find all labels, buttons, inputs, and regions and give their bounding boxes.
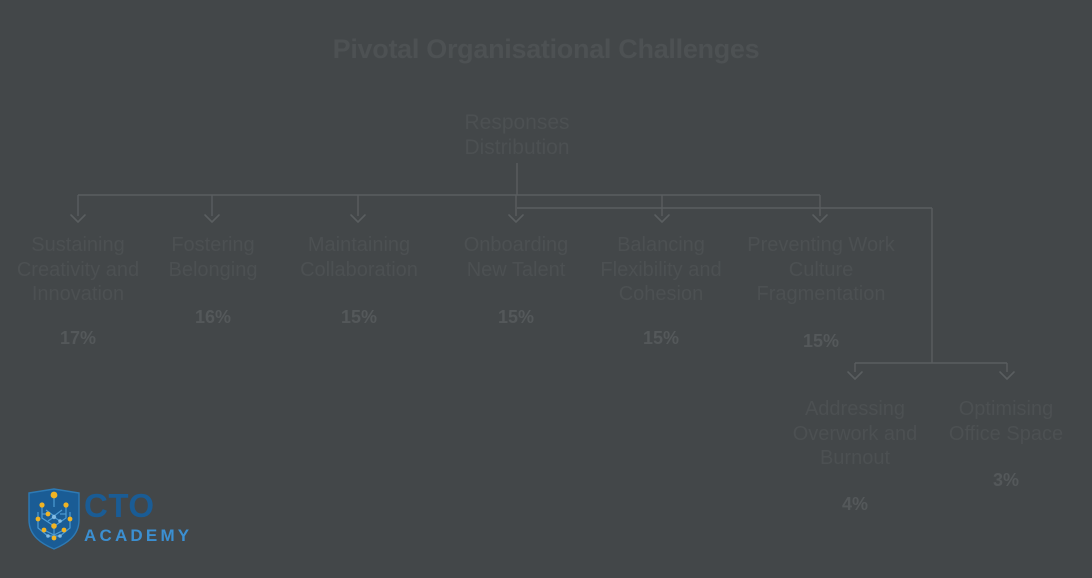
node-balancing-flexibility-and-cohesion[interactable]: Balancing Flexibility and Cohesion 15%: [600, 233, 722, 349]
node-label: Maintaining Collaboration: [300, 234, 418, 281]
arrowhead-3: [508, 214, 524, 223]
arrowhead-2: [350, 214, 366, 223]
node-label: Sustaining Creativity and Innovation: [16, 234, 140, 305]
node-label: Optimising Office Space: [948, 398, 1064, 445]
node-value: 15%: [802, 330, 840, 351]
logo-secondary-text: ACADEMY: [84, 526, 193, 545]
arrowhead-4: [654, 214, 670, 223]
node-label: Onboarding New Talent: [463, 234, 569, 281]
node-value: 3%: [992, 470, 1019, 490]
node-value: 15%: [340, 307, 378, 327]
node-label: Balancing Flexibility and Cohesion: [600, 234, 722, 305]
logo-wordmark: CTO ACADEMY: [84, 488, 196, 546]
node-value: 4%: [841, 493, 868, 514]
arrowhead-0: [70, 214, 86, 223]
node-label: Fostering Belonging: [168, 234, 258, 281]
node-maintaining-collaboration[interactable]: Maintaining Collaboration 15%: [286, 233, 432, 328]
arrowhead-1: [204, 214, 220, 223]
node-label: Addressing Overwork and Burnout: [792, 398, 918, 469]
arrowhead-6: [847, 371, 863, 380]
page-title: Pivotal Organisational Challenges: [332, 34, 760, 64]
arrowhead-7: [999, 371, 1015, 380]
root-node-line1: Responses: [464, 111, 570, 134]
shield-icon: [28, 488, 80, 550]
circuit-nodes: [35, 491, 73, 541]
circuit-accent-nodes: [46, 514, 62, 538]
root-node-line2: Distribution: [464, 136, 570, 159]
node-onboarding-new-talent[interactable]: Onboarding New Talent 15%: [443, 233, 589, 328]
logo-primary-text: CTO: [84, 487, 155, 524]
node-label: Preventing Work Culture Fragmentation: [747, 234, 895, 305]
node-optimising-office-space[interactable]: Optimising Office Space 3%: [938, 397, 1074, 491]
node-value: 15%: [497, 307, 535, 327]
root-node: Responses Distribution: [437, 110, 597, 160]
arrowhead-5: [812, 214, 828, 223]
node-fostering-belonging[interactable]: Fostering Belonging 16%: [143, 233, 283, 328]
cto-academy-logo: CTO ACADEMY: [26, 488, 194, 550]
node-value: 15%: [642, 327, 680, 348]
node-value: 17%: [59, 327, 97, 348]
node-value: 16%: [194, 307, 232, 327]
node-preventing-work-culture-fragmentation[interactable]: Preventing Work Culture Fragmentation 15…: [731, 233, 911, 352]
node-addressing-overwork-and-burnout[interactable]: Addressing Overwork and Burnout 4%: [783, 397, 927, 515]
node-sustaining-creativity-and-innovation[interactable]: Sustaining Creativity and Innovation 17%: [6, 233, 150, 349]
